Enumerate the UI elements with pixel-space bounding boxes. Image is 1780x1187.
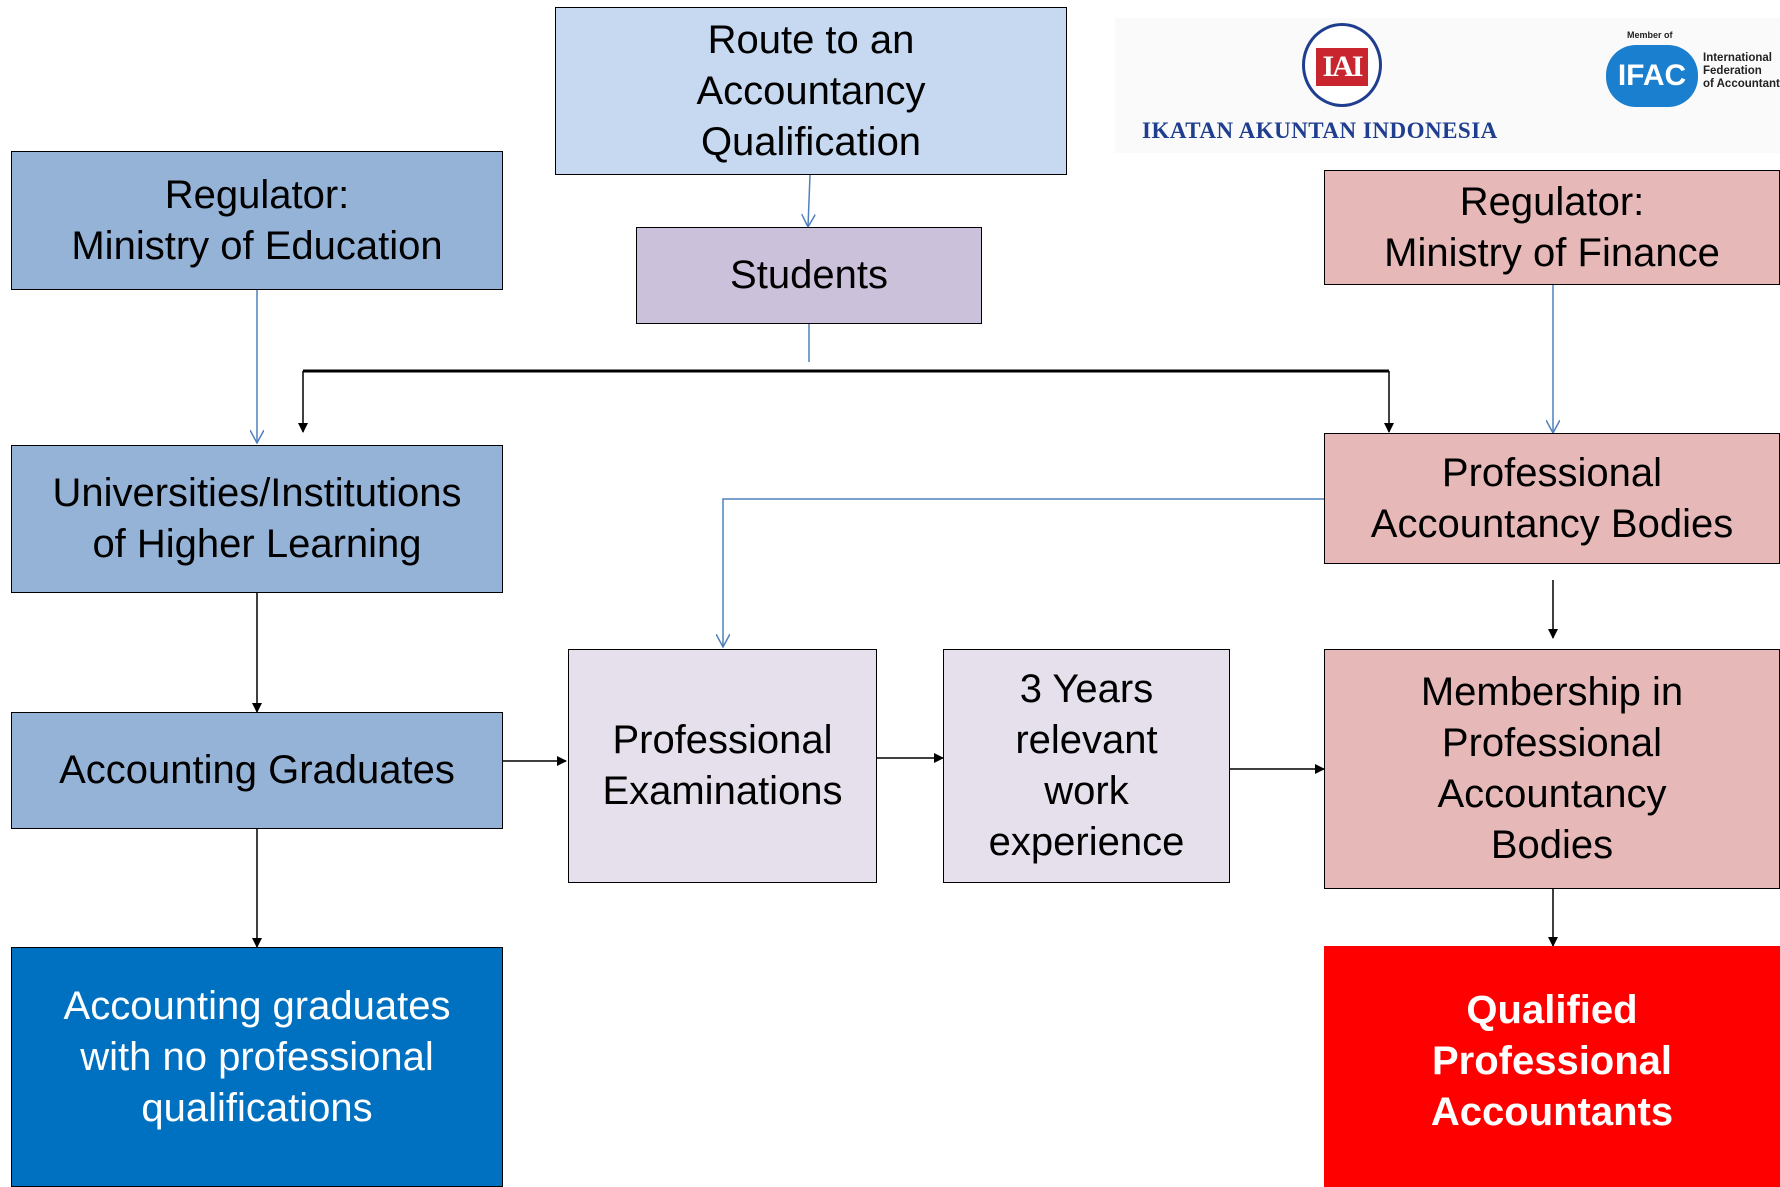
ifac-member-label: Member of [1627,30,1673,40]
arrow-route-to-students [808,174,810,227]
universities-box: Universities/Institutions of Higher Lear… [11,445,503,593]
arrow-bodies-to-examinations [723,498,1324,647]
professional-examinations-box: Professional Examinations [568,649,877,883]
logo-banner: IAI IKATAN AKUNTAN INDONESIA Member of I… [1115,18,1780,153]
membership-box: Membership in Professional Accountancy B… [1324,649,1780,889]
students-box: Students [636,227,982,324]
ifac-logo-name: International Federation of Accountants [1703,52,1780,90]
qualified-accountants-box: Qualified Professional Accountants [1324,946,1780,1187]
route-title-box: Route to an Accountancy Qualification [555,7,1067,175]
iai-logo-name: IKATAN AKUNTAN INDONESIA [1142,118,1498,143]
work-experience-box: 3 Years relevant work experience [943,649,1230,883]
regulator-education-box: Regulator: Ministry of Education [11,151,503,290]
iai-logo: IAI [1302,23,1382,107]
no-qualification-box: Accounting graduates with no professiona… [11,947,503,1187]
professional-bodies-box: Professional Accountancy Bodies [1324,433,1780,564]
iai-logo-mark: IAI [1322,50,1363,83]
ifac-logo: IFAC [1606,45,1698,107]
regulator-finance-box: Regulator: Ministry of Finance [1324,170,1780,285]
accounting-graduates-box: Accounting Graduates [11,712,503,829]
